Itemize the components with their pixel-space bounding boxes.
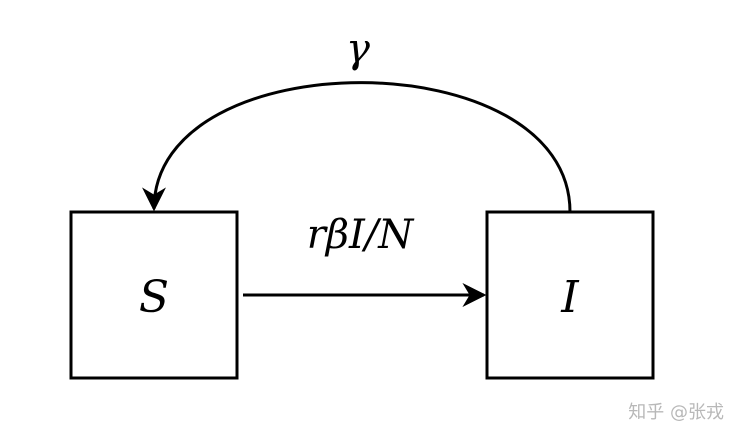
susceptible-node-label: S: [139, 272, 169, 323]
susceptible-node-box: [69, 210, 239, 380]
recovery-rate-label: γ: [346, 26, 370, 72]
watermark: 知乎 @张戎: [628, 402, 724, 423]
infected-node-label: I: [560, 272, 580, 323]
transmission-rate-label: rβI/N: [307, 212, 416, 258]
recovery-arc-arrow: [142, 81, 572, 213]
